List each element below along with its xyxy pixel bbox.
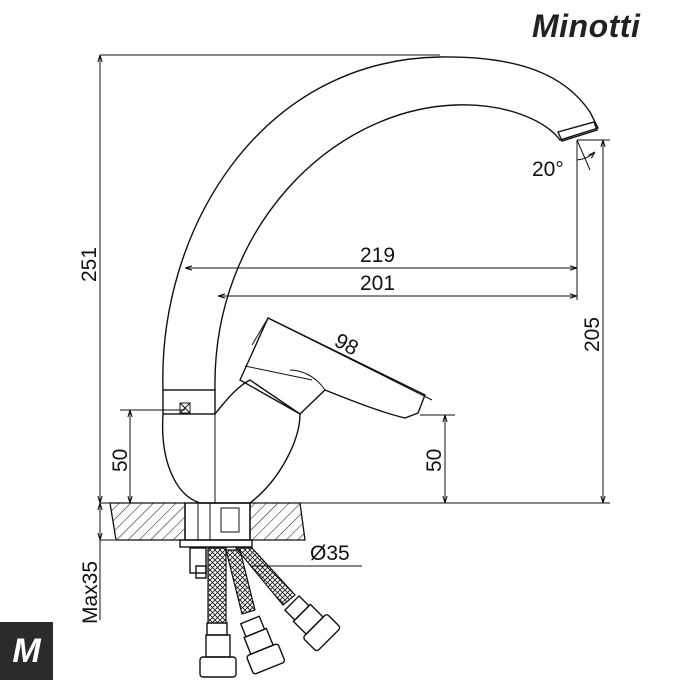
brand-logo: Minotti — [532, 8, 641, 44]
dim-base-height-right: 50 — [423, 449, 446, 472]
dim-total-height: 251 — [78, 247, 101, 282]
countertop — [109, 502, 306, 548]
dim-mount-hole: Ø35 — [310, 542, 350, 565]
faucet — [161, 56, 599, 504]
dim-reach-outer: 219 — [360, 244, 395, 267]
dim-max-thickness: Max35 — [79, 561, 102, 624]
dim-spout-angle: 20° — [532, 158, 564, 181]
dim-reach-inner: 201 — [360, 272, 395, 295]
dim-base-height-left: 50 — [109, 449, 132, 472]
dim-spout-height: 205 — [581, 317, 604, 352]
supply-hoses — [189, 547, 341, 678]
brand-badge: M — [0, 622, 53, 680]
extension-lines — [100, 54, 610, 541]
